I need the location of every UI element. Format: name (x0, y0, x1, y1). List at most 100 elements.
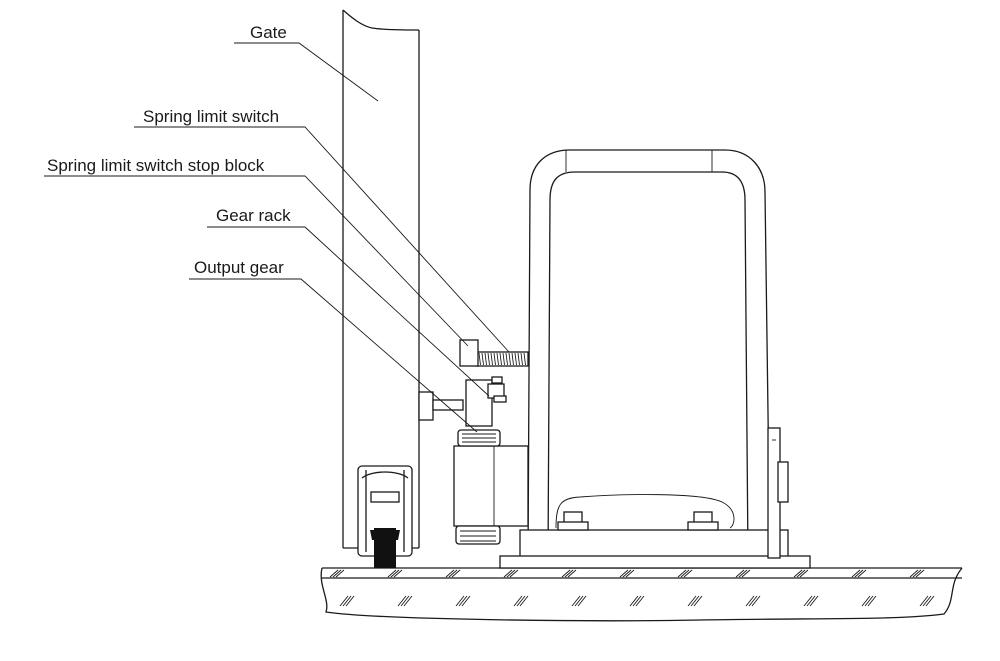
spring-coil (517, 352, 520, 366)
hatch-mark (403, 595, 413, 607)
output-gear (457, 429, 501, 447)
hatch-mark (448, 569, 458, 578)
hatch-mark (680, 569, 690, 578)
hatch-mark (503, 569, 513, 578)
hatch-mark (748, 595, 758, 607)
hatch-mark (922, 595, 932, 607)
hatch-mark (519, 595, 529, 607)
hatch-mark (738, 569, 748, 578)
hatch-mark (677, 569, 687, 578)
label-stop-block: Spring limit switch stop block (47, 156, 265, 175)
hatch-mark (809, 595, 819, 607)
hatch-mark (867, 595, 877, 607)
hatch-mark (806, 595, 816, 607)
hatch-mark (339, 595, 349, 607)
spring-coil (520, 352, 523, 366)
hatch-mark (683, 569, 693, 578)
hatch-mark (687, 595, 697, 607)
spring-coil (481, 352, 484, 366)
spring-coil (514, 352, 517, 366)
hatch-mark (329, 569, 339, 578)
hatch-mark (397, 595, 407, 607)
hatch-mark (387, 569, 397, 578)
hatch-mark (513, 595, 523, 607)
bolt-left (557, 511, 589, 531)
hatch-mark (632, 595, 642, 607)
gate-wheel (357, 465, 413, 568)
hatch-mark (793, 569, 803, 578)
hatch-mark (571, 595, 581, 607)
label-gear-rack: Gear rack (216, 206, 291, 225)
hatch-mark (912, 569, 922, 578)
hatch-mark (635, 595, 645, 607)
hatch-mark (693, 595, 703, 607)
hatch-mark (461, 595, 471, 607)
stop-block (465, 376, 507, 427)
spring-coil (496, 352, 499, 366)
hatch-mark (864, 595, 874, 607)
hatch-mark (857, 569, 867, 578)
hatch-mark (925, 595, 935, 607)
hatch-mark (393, 569, 403, 578)
hatch-mark (851, 569, 861, 578)
spring-coil (490, 352, 493, 366)
hatch-mark (509, 569, 519, 578)
gearbox (453, 429, 529, 545)
hatch-mark (445, 569, 455, 578)
hatch-mark (451, 569, 461, 578)
label-output-gear: Output gear (194, 258, 284, 277)
hatch-mark (564, 569, 574, 578)
spring-coil (499, 352, 502, 366)
hatch-mark (625, 569, 635, 578)
hatch-mark (335, 569, 345, 578)
hatch-mark (915, 569, 925, 578)
hatch-mark (741, 569, 751, 578)
hatch-mark (803, 595, 813, 607)
spring-coil (505, 352, 508, 366)
motor-housing (499, 149, 811, 569)
spring-coil (487, 352, 490, 366)
hatch-mark (390, 569, 400, 578)
side-lock (767, 427, 789, 559)
ground-base (320, 567, 963, 622)
label-spring-limit-switch: Spring limit switch (143, 107, 279, 126)
hatch-mark (854, 569, 864, 578)
hatch-mark (455, 595, 465, 607)
hatch-mark (751, 595, 761, 607)
hatch-mark (735, 569, 745, 578)
hatch-mark (332, 569, 342, 578)
spring-coil (502, 352, 505, 366)
spring-coil (493, 352, 496, 366)
spring-coil (508, 352, 511, 366)
gear-rack (418, 391, 464, 421)
hatch-mark (690, 595, 700, 607)
labels: Gate Spring limit switch Spring limit sw… (47, 23, 291, 277)
label-gate: Gate (250, 23, 287, 42)
spring-coil (523, 352, 526, 366)
hatch-mark (561, 569, 571, 578)
hatch-mark (400, 595, 410, 607)
hatch-mark (516, 595, 526, 607)
hatch-mark (622, 569, 632, 578)
hatch-mark (861, 595, 871, 607)
spring-limit-switch (459, 339, 529, 367)
spring-coil (478, 352, 481, 366)
hatch-mark (458, 595, 468, 607)
hatch-mark (799, 569, 809, 578)
hatch-mark (919, 595, 929, 607)
hatch-mark (345, 595, 355, 607)
hatch-mark (796, 569, 806, 578)
bolt-right (687, 511, 719, 531)
hatch-mark (567, 569, 577, 578)
leader-lines (44, 42, 510, 433)
hatch-mark (506, 569, 516, 578)
hatch-mark (574, 595, 584, 607)
hatch-mark (909, 569, 919, 578)
spring-coil (511, 352, 514, 366)
hatch-mark (745, 595, 755, 607)
hatch-mark (629, 595, 639, 607)
hatch-mark (577, 595, 587, 607)
hatch-mark (342, 595, 352, 607)
